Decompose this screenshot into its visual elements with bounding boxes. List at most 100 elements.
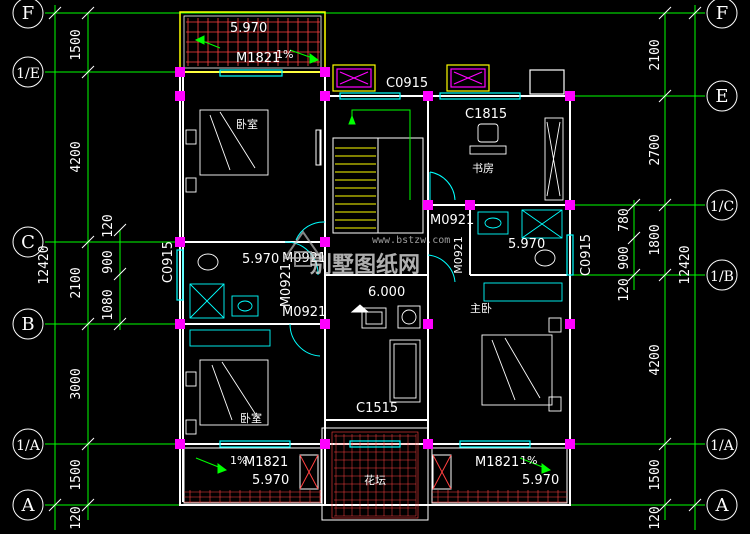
axis-label-f-left: F [22,3,35,24]
dim-right-780: 780 [617,208,632,231]
window-c1815 [439,92,521,100]
dim-left-1500-bottom: 1500 [69,459,84,490]
column [175,91,185,101]
window-south-master [459,440,531,448]
win-label-c0915-right: C0915 [579,234,594,276]
dim-right-1800: 1800 [648,224,663,255]
column [175,67,185,77]
door-label-m1821-br: M1821 [475,455,519,470]
column [565,319,575,329]
dim-right-total: 12420 [678,245,693,284]
window-c0915-right [566,234,574,276]
column [565,200,575,210]
dim-left-total: 12420 [37,245,52,284]
watermark-url: www.bstzw.com [372,235,450,246]
axis-label-1c: 1/C [710,199,734,215]
column [175,439,185,449]
window-north-bedroom [219,69,283,77]
axis-label-b: B [21,314,34,335]
dim-left-120-bottom: 120 [69,506,84,529]
wall-outline-main [179,72,571,506]
dim-left-1500-top: 1500 [69,29,84,60]
column [423,91,433,101]
furniture [185,109,564,435]
dim-left-2100: 2100 [69,267,84,298]
column [175,319,185,329]
elev-bl: 5.970 [252,473,289,488]
column [175,237,185,247]
win-label-c0915-top: C0915 [386,76,428,91]
door-study [429,171,456,201]
column [423,319,433,329]
toilet-right [534,249,556,267]
door-label-m0921-a: M0921 [430,213,474,228]
axis-label-a-right: A [715,495,730,516]
bed-nw [199,109,269,176]
axis-bubbles-right [706,0,738,521]
column [320,67,330,77]
dim-right-120-bottom: 120 [648,506,663,529]
dim-left-4200: 4200 [69,141,84,172]
column [423,439,433,449]
balcony-bottom-left [183,447,322,504]
windows [176,69,574,448]
window-c1515 [349,440,401,448]
dim-right-1500: 1500 [648,459,663,490]
column [565,439,575,449]
pct-bl: 1% [230,454,247,467]
sink-left [231,295,259,317]
dim-left-120: 120 [101,214,116,237]
door-master [427,254,456,283]
pct-br: 1% [520,454,537,467]
balcony-bottom-hatch [184,490,567,503]
dimension-ticks [48,6,702,512]
room-master: 主卧 [470,302,492,315]
axis-label-f-right: F [716,3,729,24]
garden-bed [321,427,429,521]
staircase [332,109,424,234]
shower-left [189,283,225,319]
toilet-left [197,253,219,271]
shower-right [521,209,563,239]
room-study: 书房 [472,162,494,175]
sink-right [477,211,509,235]
dim-right-120: 120 [617,278,632,301]
column [423,200,433,210]
win-label-c0915-left: C0915 [161,241,176,283]
room-garden: 花坛 [364,474,386,487]
axis-label-e: E [715,86,728,107]
watermark-text: 别墅图纸网 [309,252,420,278]
dim-left-900: 900 [101,250,116,273]
dim-right-4200: 4200 [648,344,663,375]
elev-bath-left: 5.970 [242,252,279,267]
axis-label-1a-left: 1/A [16,438,41,454]
balcony-top [179,11,326,73]
drain-arrows [194,35,552,474]
column [465,200,475,210]
window-south-bedroom [219,440,291,448]
sofa [389,339,421,403]
win-label-c1815: C1815 [465,107,507,122]
window-c0915-left [176,249,184,301]
elev-bath-right: 5.970 [508,237,545,252]
elev-top: 5.970 [230,21,267,36]
garden-planters [299,454,452,490]
door-label-m0921-e: M0921 [452,236,465,274]
axis-label-a-left: A [21,495,36,516]
house-logo-icon [283,230,323,259]
dim-right-2100: 2100 [648,39,663,70]
column [320,91,330,101]
door-label-m1821-top: M1821 [236,51,280,66]
column [320,319,330,329]
watermark: 别墅图纸网 www.bstzw.com [283,230,450,278]
door-label-m0921-c: M0921 [279,263,294,307]
axis-lines [45,5,705,530]
elev-br: 5.970 [522,473,559,488]
balcony-top-hatch [186,18,320,66]
plant-box [397,305,421,329]
door-bedroom-sw [289,323,321,357]
garden-hatch [334,434,417,517]
structural-columns [175,67,575,449]
door-bath-top [295,221,326,241]
